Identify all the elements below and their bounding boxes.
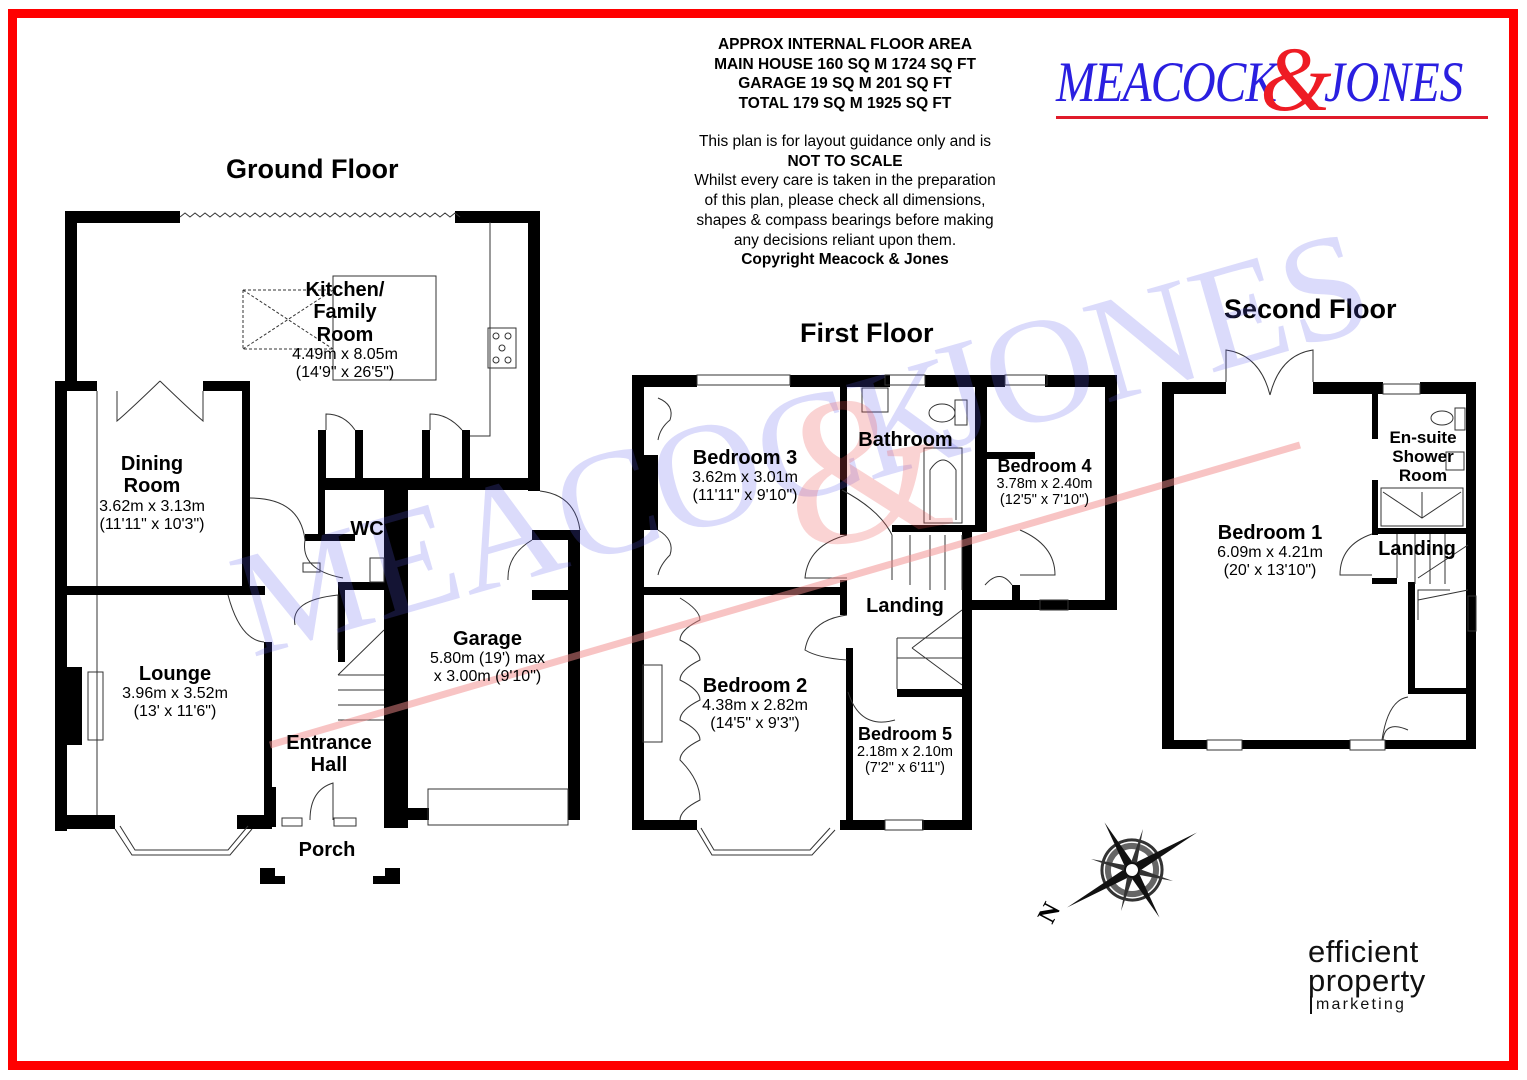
floor-area-info: APPROX INTERNAL FLOOR AREA MAIN HOUSE 16…	[640, 35, 1050, 270]
not-to-scale: NOT TO SCALE	[787, 152, 903, 170]
room-imperial: (11'11" x 10'3")	[99, 515, 205, 533]
brand-logo: MEACOCK & JONES	[1052, 28, 1492, 130]
epm-line-3: marketing	[1310, 996, 1426, 1014]
room-imperial: (14'5" x 9'3")	[710, 715, 800, 733]
room-name: Bedroom 2	[702, 675, 808, 697]
room-imperial: (11'11" x 9'10")	[692, 487, 798, 505]
second-floor-walls	[1162, 382, 1476, 749]
ground-floor-walls	[55, 211, 580, 884]
second-floor-title: Second Floor	[1224, 294, 1397, 324]
room-name: Bedroom 4	[997, 456, 1092, 476]
room-landing-second: Landing	[1367, 538, 1467, 560]
room-name: Bedroom 3	[692, 447, 798, 469]
area-main-house: MAIN HOUSE 160 SQ M 1724 SQ FT	[714, 55, 976, 73]
room-metric: 3.62m x 3.01m	[692, 469, 798, 487]
room-bathroom: Bathroom	[848, 429, 963, 451]
area-total: TOTAL 179 SQ M 1925 SQ FT	[738, 94, 952, 112]
ground-floor-fixtures	[87, 212, 581, 856]
area-heading: APPROX INTERNAL FLOOR AREA	[717, 36, 973, 53]
room-bedroom-1: Bedroom 1 6.09m x 4.21m (20' x 13'10")	[1195, 522, 1345, 580]
room-name: Kitchen/ Family Room	[305, 279, 385, 346]
copyright: Copyright Meacock & Jones	[741, 251, 949, 269]
room-name: WC	[350, 518, 384, 540]
room-landing-first: Landing	[855, 595, 955, 617]
disclaimer-line: of this plan, please check all dimension…	[704, 192, 986, 210]
room-metric: 3.62m x 3.13m	[99, 497, 205, 515]
room-imperial: x 3.00m (9'10")	[433, 668, 542, 686]
brand-name-right: JONES	[1324, 51, 1464, 114]
page-border	[8, 9, 1518, 1070]
first-floor-fixtures	[642, 374, 1069, 856]
room-name: En-suite Shower Room	[1389, 428, 1457, 486]
second-floor-fixtures	[1206, 349, 1477, 751]
compass-rose-icon	[1067, 822, 1197, 918]
efficient-property-marketing-logo: efficient property marketing	[1308, 934, 1426, 1014]
room-bedroom-2: Bedroom 2 4.38m x 2.82m (14'5" x 9'3")	[680, 675, 830, 733]
room-metric: 5.80m (19') max	[429, 650, 546, 668]
room-imperial: (20' x 13'10")	[1223, 562, 1317, 580]
room-lounge: Lounge 3.96m x 3.52m (13' x 11'6")	[100, 663, 250, 721]
disclaimer-line: shapes & compass bearings before making	[696, 211, 994, 229]
room-wc: WC	[342, 518, 392, 540]
area-garage: GARAGE 19 SQ M 201 SQ FT	[738, 75, 952, 92]
room-name: Porch	[298, 839, 356, 861]
room-imperial: (13' x 11'6")	[133, 703, 217, 721]
room-bedroom-4: Bedroom 4 3.78m x 2.40m (12'5" x 7'10")	[982, 456, 1107, 509]
room-bedroom-3: Bedroom 3 3.62m x 3.01m (11'11" x 9'10")	[670, 447, 820, 505]
disclaimer-line: This plan is for layout guidance only an…	[698, 133, 992, 150]
room-name: Bathroom	[858, 429, 953, 451]
room-metric: 2.18m x 2.10m	[857, 744, 953, 761]
room-metric: 4.49m x 8.05m	[292, 346, 398, 364]
epm-line-2: property	[1308, 963, 1426, 998]
room-metric: 3.78m x 2.40m	[996, 476, 1093, 493]
room-name: Landing	[1378, 538, 1456, 560]
room-metric: 4.38m x 2.82m	[702, 697, 808, 715]
room-kitchen-family: Kitchen/ Family Room 4.49m x 8.05m (14'9…	[280, 279, 410, 382]
first-floor-walls	[632, 375, 1117, 830]
disclaimer-line: any decisions reliant upon them.	[733, 231, 957, 249]
room-name: Landing	[866, 595, 944, 617]
room-metric: 3.96m x 3.52m	[122, 685, 228, 703]
room-garage: Garage 5.80m (19') max x 3.00m (9'10")	[405, 628, 570, 686]
ground-floor-title: Ground Floor	[226, 154, 399, 184]
room-metric: 6.09m x 4.21m	[1217, 544, 1323, 562]
first-floor-title: First Floor	[800, 318, 934, 348]
room-bedroom-5: Bedroom 5 2.18m x 2.10m (7'2" x 6'11")	[845, 724, 965, 777]
brand-underline	[1056, 116, 1488, 119]
room-name: Bedroom 5	[857, 724, 953, 744]
room-name: Lounge	[138, 663, 212, 685]
brand-name-left: MEACOCK	[1056, 51, 1277, 114]
room-imperial: (7'2" x 6'11")	[864, 760, 946, 777]
room-imperial: (12'5" x 7'10")	[999, 492, 1090, 509]
room-ensuite: En-suite Shower Room	[1378, 428, 1468, 486]
room-entrance-hall: Entrance Hall	[274, 732, 384, 777]
brand-ampersand: &	[1260, 28, 1332, 130]
disclaimer-line: Whilst every care is taken in the prepar…	[694, 172, 996, 190]
room-porch: Porch	[282, 839, 372, 861]
room-name: Entrance Hall	[286, 732, 372, 777]
room-name: Dining Room	[120, 453, 184, 498]
room-imperial: (14'9" x 26'5")	[295, 364, 395, 382]
epm-line-1: efficient	[1308, 934, 1419, 969]
room-name: Garage	[453, 628, 522, 650]
room-name: Bedroom 1	[1217, 522, 1323, 544]
room-dining: Dining Room 3.62m x 3.13m (11'11" x 10'3…	[82, 453, 222, 534]
